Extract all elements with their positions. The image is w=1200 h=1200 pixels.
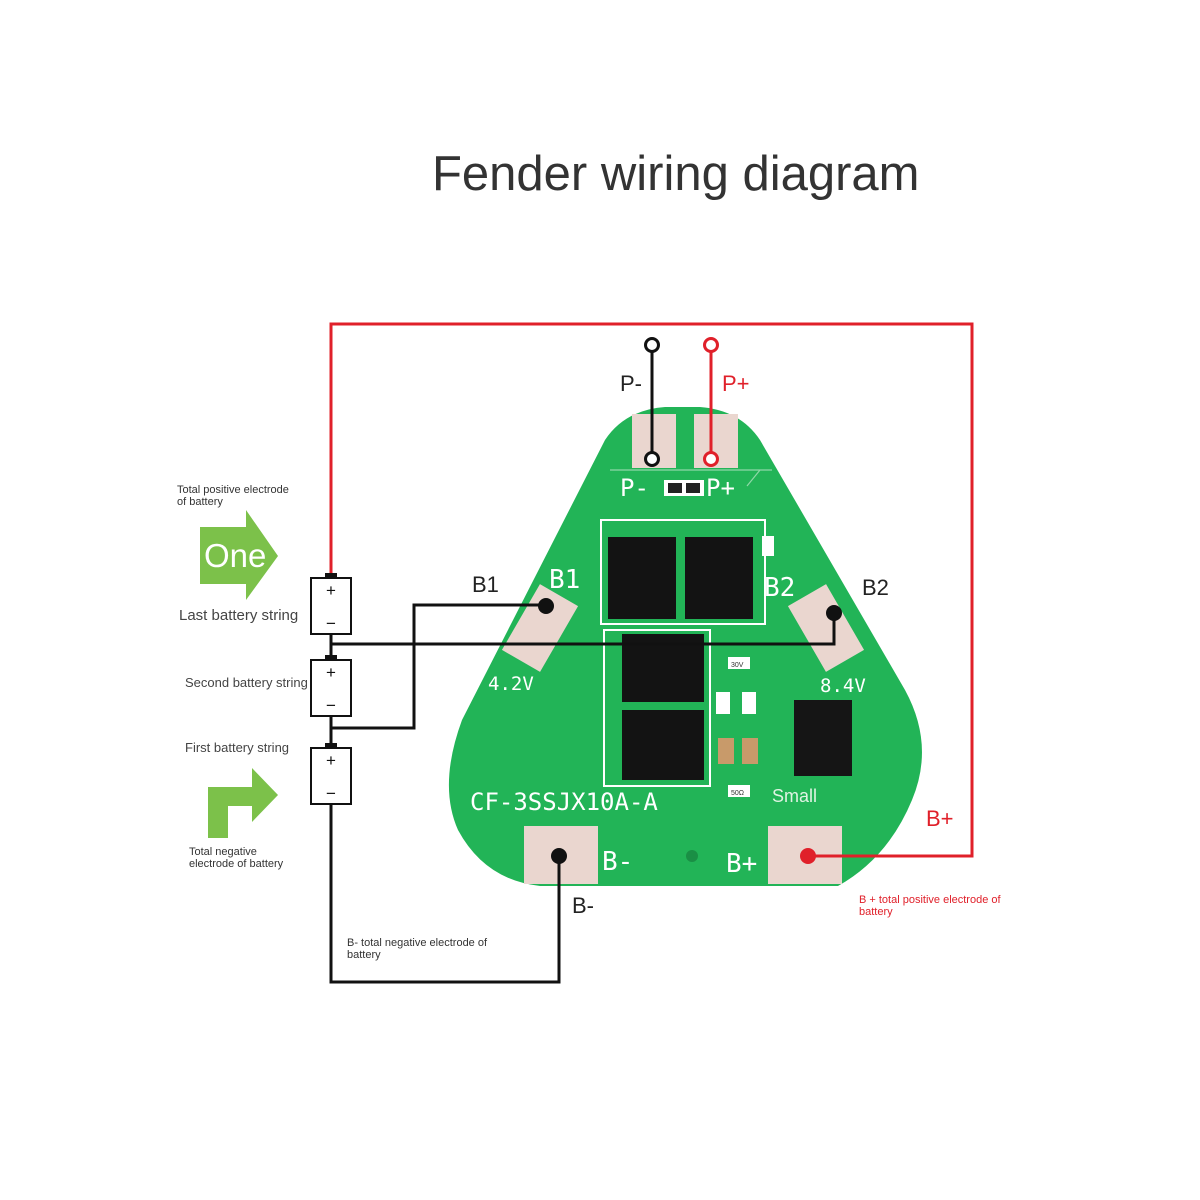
battery-cell-last [310,577,352,635]
cell-first-plus: + [326,751,336,770]
smd-resistor-2 [728,785,750,797]
wires [329,322,974,984]
dot-p-minus [644,451,660,467]
smd-cap-2 [718,738,734,764]
arrow-turn-icon [208,768,278,838]
second-string-label: Second battery string [185,675,308,690]
wire-total-positive [329,322,974,858]
dot-b1 [538,598,554,614]
cell-second-minus: − [326,696,336,715]
cell-first-minus: − [326,784,336,803]
dot-b-minus [551,848,567,864]
battery-cell-first [310,747,352,805]
label-b-plus: B+ [926,806,954,831]
mosfet-outline-bottom [603,629,711,787]
arrow-right-icon [200,510,278,600]
cell-second-plus: + [326,663,336,682]
smd-part-3 [742,692,756,714]
page-title: Fender wiring diagram [432,147,920,201]
cell-last-minus: − [326,614,336,633]
mount-hole [686,850,698,862]
cell-cap-second [325,655,337,660]
board-silk-outline [610,469,772,487]
silk-b1: B1 [549,565,580,595]
voltage-cell-label: 4.2V [488,673,534,695]
board-model-label: CF-3SSJX10A-A [470,788,658,816]
arrow-word: One [204,537,266,574]
smd-cap-1 [762,536,774,556]
first-string-label: First battery string [185,740,290,755]
voltage-pack-label: 8.4V [820,675,866,697]
mosfet-1 [608,537,676,619]
last-string-label: Last battery string [179,607,299,624]
label-p-plus: P+ [722,371,750,396]
b-plus-note: B + total positive electrode of battery [859,894,1001,918]
smd-cap-3 [742,738,758,764]
smd-part-2 [716,692,730,714]
arrows: One [200,510,278,838]
resistor-1-marking: 30V [731,662,744,669]
label-b1: B1 [472,572,499,597]
b-minus-note: B- total negative electrode of battery [347,937,488,961]
label-b2: B2 [862,575,889,600]
terminal-labels: P- P+ B1 B2 B- B+ [472,371,954,918]
total-negative-label: Total negative electrode of battery [189,846,284,870]
dot-b2 [826,605,842,621]
cell-cap-first [325,743,337,748]
terminal-ring-p-plus [703,337,719,353]
silk-p-plus: P+ [706,474,735,502]
smd-link-a [668,483,682,493]
mosfet-2 [685,537,753,619]
silk-b-minus: B- [602,847,633,877]
total-positive-label: Total positive electrode of battery [177,484,289,508]
dot-b-plus [800,848,816,864]
dot-p-plus [703,451,719,467]
label-b-minus: B- [572,893,594,918]
silk-b-plus: B+ [726,849,757,879]
smd-link-b [686,483,700,493]
wire-b-minus [329,804,561,984]
silk-b2: B2 [764,573,795,603]
label-p-minus: P- [620,371,642,396]
cell-last-plus: + [326,581,336,600]
cell-cap-last [325,573,337,578]
mosfet-4 [622,710,704,780]
pad-b1 [501,584,579,672]
protection-board: P- P+ B1 B2 4.2V 8.4V CF-3SSJX10A-A B- B… [448,407,922,886]
protection-ic [794,700,852,776]
wire-b2 [331,613,836,646]
wire-b1 [331,603,546,730]
terminal-ring-p-minus [644,337,660,353]
mosfet-outline-top [600,519,766,625]
resistor-2-marking: 50Ω [731,790,744,797]
size-tag: Small [772,786,817,806]
battery-cell-second [310,659,352,717]
pad-b2 [787,584,865,672]
silk-p-minus: P- [620,474,649,502]
smd-resistor-1 [728,657,750,669]
battery-stack: + − + − + − [310,573,352,805]
connection-points [538,337,842,864]
